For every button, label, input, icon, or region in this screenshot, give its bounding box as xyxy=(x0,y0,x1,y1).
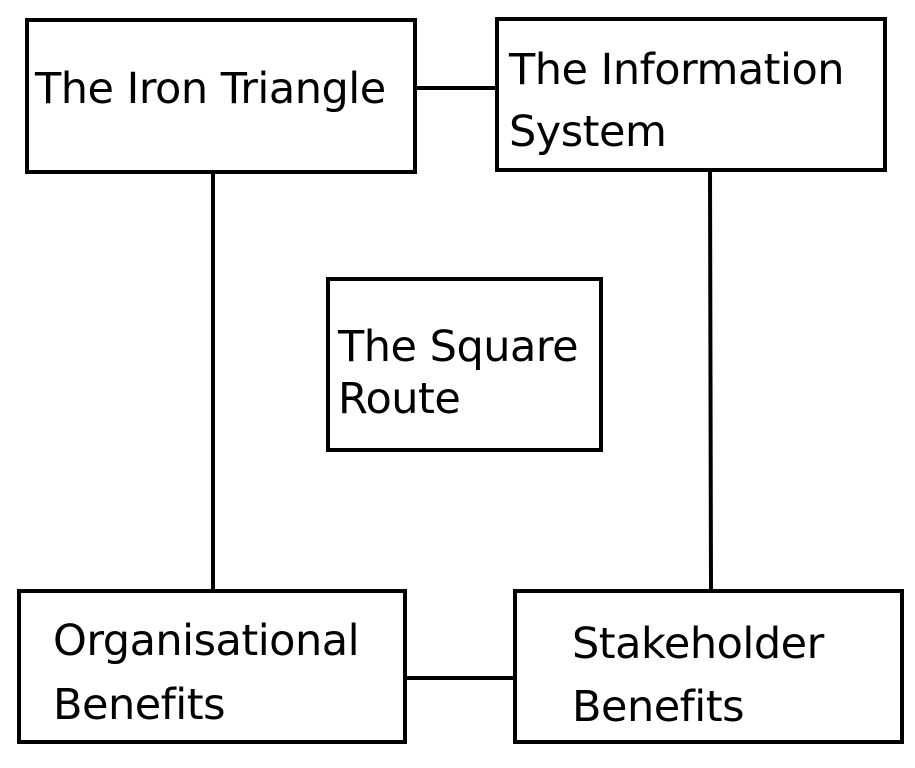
square-route-label: The Square Route xyxy=(338,321,579,425)
stakeholder-benefits-label-line-1: Stakeholder xyxy=(572,619,824,669)
information-system-label: The Information System xyxy=(509,39,845,163)
information-system-label-line-2: System xyxy=(509,107,667,157)
iron-triangle-label-line: The Iron Triangle xyxy=(35,64,386,114)
stakeholder-benefits-label-line-2: Benefits xyxy=(572,682,745,732)
organisational-benefits-box: Organisational Benefits xyxy=(17,589,407,744)
stakeholder-benefits-box: Stakeholder Benefits xyxy=(513,589,904,744)
organisational-benefits-label: Organisational Benefits xyxy=(53,609,360,737)
organisational-benefits-label-line-1: Organisational xyxy=(53,616,360,666)
information-system-box: The Information System xyxy=(495,17,887,172)
square-route-label-line-1: The Square xyxy=(338,322,579,372)
connector-information-to-stakeholder xyxy=(708,171,713,590)
information-system-label-line-1: The Information xyxy=(509,45,845,95)
square-route-label-line-2: Route xyxy=(338,374,461,424)
iron-triangle-box: The Iron Triangle xyxy=(25,18,417,174)
square-route-box: The Square Route xyxy=(326,277,603,452)
iron-triangle-label: The Iron Triangle xyxy=(35,68,386,111)
stakeholder-benefits-label: Stakeholder Benefits xyxy=(572,613,824,739)
organisational-benefits-label-line-2: Benefits xyxy=(53,680,226,730)
